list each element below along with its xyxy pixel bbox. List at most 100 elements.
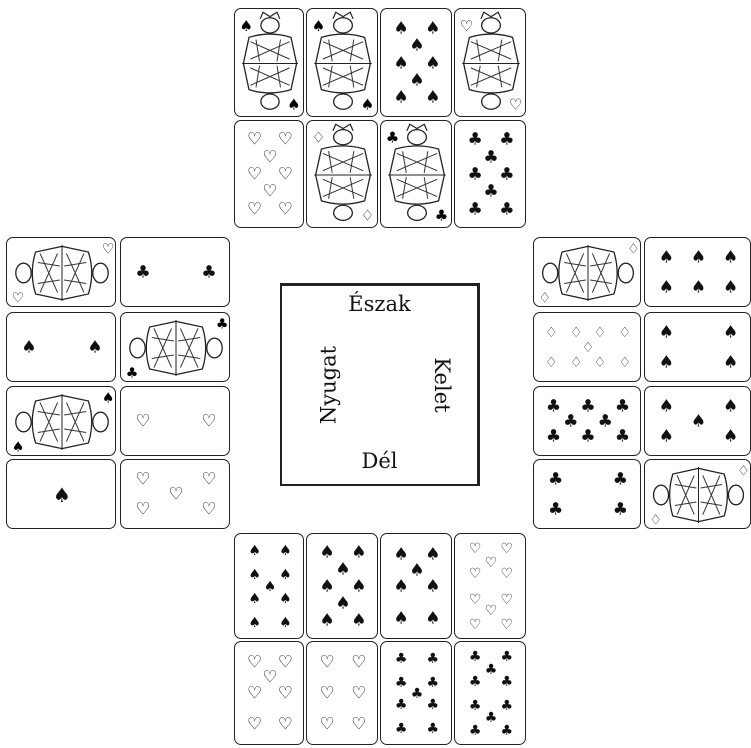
- spade-pip-icon: ♠: [722, 426, 739, 447]
- spade-pip-icon: ♠: [658, 426, 675, 447]
- card-north-K-heart: ♡♡: [454, 8, 526, 117]
- heart-pip-icon: ♡: [135, 469, 151, 490]
- heart-pip-icon: ♡: [319, 683, 335, 704]
- club-pip-icon: ♣: [597, 411, 613, 432]
- heart-pip-icon: ♡: [319, 652, 335, 673]
- spade-pip-icon: ♠: [248, 590, 261, 607]
- spade-pip-icon: ♠: [658, 247, 675, 268]
- heart-pip-icon: ♡: [484, 554, 498, 571]
- card-north-Q-diamond: ♢♢: [306, 120, 378, 228]
- court-figure-icon: ♠♠: [312, 11, 374, 113]
- club-pip-icon: ♣: [394, 697, 408, 714]
- card-east-K-diamond: ♢♢: [644, 459, 751, 529]
- club-pip-icon: ♣: [483, 147, 499, 168]
- heart-pip-icon: ♡: [201, 411, 217, 432]
- court-figure-icon: ♠♠: [239, 11, 301, 113]
- card-east-4-club: ♣♣♣♣: [533, 459, 641, 529]
- diamond-pip-icon: ♢: [569, 355, 583, 372]
- heart-pip-icon: ♡: [246, 683, 263, 704]
- club-pip-icon: ♣: [394, 721, 408, 738]
- spade-pip-icon: ♠: [722, 396, 739, 417]
- club-pip-icon: ♣: [500, 723, 514, 740]
- card-west-5-heart: ♡♡♡♡♡: [120, 459, 230, 529]
- club-pip-icon: ♣: [547, 499, 564, 520]
- card-south-6-heart: ♡♡♡♡♡♡: [306, 641, 378, 745]
- svg-text:♢: ♢: [627, 241, 640, 257]
- card-north-K-club: ♣♣: [380, 120, 452, 228]
- diamond-pip-icon: ♢: [593, 355, 607, 372]
- heart-pip-icon: ♡: [135, 499, 151, 520]
- card-south-10-club: ♣♣♣♣♣♣♣♣♣♣: [454, 641, 526, 745]
- spade-pip-icon: ♠: [53, 483, 71, 507]
- spade-pip-icon: ♠: [722, 277, 739, 298]
- card-east-4-spade: ♠♠♠♠: [644, 312, 751, 382]
- card-north-8-heart: ♡♡♡♡♡♡♡♡: [234, 120, 304, 228]
- spade-pip-icon: ♠: [393, 18, 409, 39]
- card-south-9-club: ♣♣♣♣♣♣♣♣♣: [380, 641, 452, 745]
- club-pip-icon: ♣: [500, 698, 514, 715]
- card-east-9-diamond: ♢♢♢♢♢♢♢♢♢: [533, 312, 641, 382]
- svg-text:♠: ♠: [12, 439, 25, 455]
- card-north-K-spade: ♠♠: [306, 8, 378, 117]
- card-west-Q-club: ♣♣: [120, 312, 230, 382]
- card-west-J-heart: ♡♡: [6, 237, 116, 307]
- heart-pip-icon: ♡: [468, 540, 482, 557]
- spade-pip-icon: ♠: [722, 247, 739, 268]
- heart-pip-icon: ♡: [351, 683, 367, 704]
- club-pip-icon: ♣: [426, 650, 440, 667]
- spade-pip-icon: ♠: [393, 53, 409, 73]
- club-pip-icon: ♣: [426, 721, 440, 738]
- heart-pip-icon: ♡: [277, 683, 294, 704]
- heart-pip-icon: ♡: [246, 164, 263, 185]
- south-label: Dél: [361, 449, 398, 473]
- heart-pip-icon: ♡: [246, 129, 263, 150]
- svg-text:♠: ♠: [239, 17, 252, 35]
- card-north-J-spade: ♠♠: [234, 8, 304, 117]
- club-pip-icon: ♣: [500, 673, 514, 690]
- card-east-5-spade: ♠♠♠♠♠: [644, 386, 751, 456]
- card-north-8-club: ♣♣♣♣♣♣♣♣: [454, 120, 526, 228]
- spade-pip-icon: ♠: [393, 608, 409, 629]
- spade-pip-icon: ♠: [279, 567, 292, 584]
- table-board: Észak Nyugat Kelet Dél: [280, 283, 480, 486]
- card-south-10-heart: ♡♡♡♡♡♡♡♡♡♡: [454, 533, 526, 639]
- club-pip-icon: ♣: [394, 674, 408, 691]
- card-west-2-spade: ♠♠: [6, 312, 116, 382]
- club-pip-icon: ♣: [614, 426, 631, 447]
- heart-pip-icon: ♡: [277, 129, 294, 150]
- club-pip-icon: ♣: [547, 469, 564, 490]
- heart-pip-icon: ♡: [262, 181, 278, 202]
- svg-text:♣: ♣: [126, 365, 139, 381]
- court-figure-icon: ♢♢: [649, 463, 749, 528]
- spade-pip-icon: ♠: [87, 337, 103, 358]
- spade-pip-icon: ♠: [279, 615, 292, 632]
- spade-pip-icon: ♠: [425, 18, 441, 39]
- spade-pip-icon: ♠: [425, 544, 441, 565]
- club-pip-icon: ♣: [394, 650, 408, 667]
- spade-pip-icon: ♠: [658, 322, 675, 343]
- spade-pip-icon: ♠: [690, 247, 707, 268]
- club-pip-icon: ♣: [468, 673, 482, 690]
- heart-pip-icon: ♡: [468, 566, 482, 583]
- court-figure-icon: ♣♣: [126, 316, 229, 381]
- club-pip-icon: ♣: [545, 396, 562, 417]
- heart-pip-icon: ♡: [262, 667, 278, 688]
- spade-pip-icon: ♠: [658, 396, 675, 417]
- spade-pip-icon: ♠: [425, 53, 441, 73]
- card-north-8-spade: ♠♠♠♠♠♠♠♠: [380, 8, 452, 117]
- heart-pip-icon: ♡: [468, 617, 482, 634]
- diamond-pip-icon: ♢: [618, 355, 631, 372]
- svg-text:♣: ♣: [216, 316, 229, 332]
- club-pip-icon: ♣: [499, 129, 515, 150]
- svg-text:♠: ♠: [312, 17, 325, 35]
- svg-text:♡: ♡: [509, 95, 522, 113]
- spade-pip-icon: ♠: [425, 87, 441, 108]
- spade-pip-icon: ♠: [658, 277, 675, 298]
- club-pip-icon: ♣: [563, 411, 579, 432]
- heart-pip-icon: ♡: [201, 469, 217, 490]
- heart-pip-icon: ♡: [277, 652, 294, 673]
- svg-text:♠: ♠: [287, 95, 300, 113]
- heart-pip-icon: ♡: [168, 484, 184, 505]
- heart-pip-icon: ♡: [135, 411, 151, 432]
- heart-pip-icon: ♡: [484, 603, 498, 620]
